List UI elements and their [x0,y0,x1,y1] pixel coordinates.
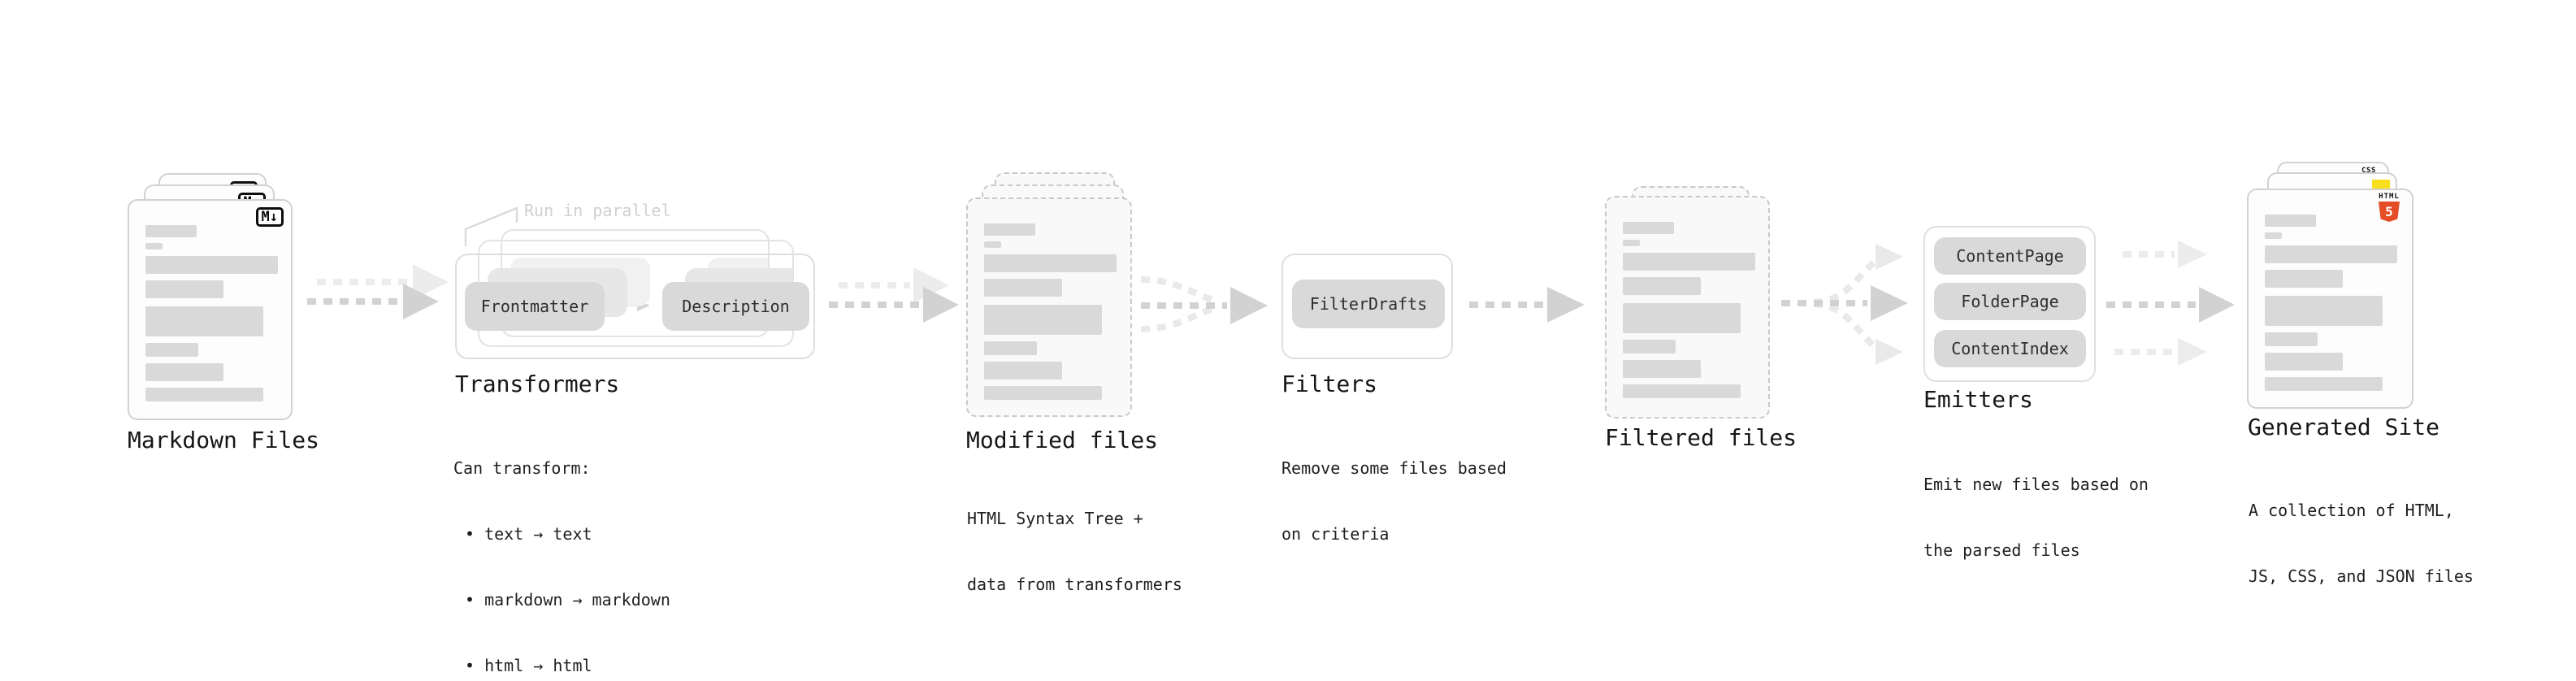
can-transform-heading: Can transform: [453,458,591,478]
markdown-doc-front: M↓ [128,199,293,420]
text-placeholder-bar [984,241,1001,248]
html5-icon: HTML 5 [2376,193,2402,222]
text-placeholder-bar [1623,222,1674,234]
text-placeholder-bar [2265,232,2282,239]
transformer-pill-frontmatter: Frontmatter [465,282,605,331]
bullet-item: • markdown → markdown [465,590,670,609]
text-placeholder-bar [984,362,1062,380]
text-placeholder-bar [145,343,198,357]
text-placeholder-bar [984,254,1117,272]
emitter-pill-contentindex: ContentIndex [1934,330,2086,367]
filtered-files-label: Filtered files [1605,424,1798,451]
generated-doc-front: HTML 5 [2247,189,2413,409]
text-placeholder-bar [2265,215,2316,227]
text-placeholder-bar [1623,277,1701,295]
bullet-item: • html → html [465,656,592,675]
text-placeholder-bar [1623,240,1640,246]
run-in-parallel-leader-line [464,206,518,246]
flow-arrow-transformers-to-modified [829,267,959,323]
text-placeholder-bar [2265,353,2343,371]
subtitle-line: data from transformers [967,575,1182,594]
html5-shield-number: 5 [2385,204,2393,219]
text-placeholder-bar [2265,377,2383,391]
subtitle-line: A collection of HTML, [2249,501,2454,520]
filtered-doc-front [1605,196,1770,419]
text-placeholder-bar [984,341,1037,355]
flow-arrow-filters-to-filtered [1469,287,1585,323]
text-placeholder-bar [984,305,1102,335]
subtitle-line: HTML Syntax Tree + [967,509,1143,528]
bullet-item: • text → text [465,524,592,544]
emitters-subtitle: Emit new files based on the parsed files [1923,430,2149,605]
text-placeholder-bar [145,363,223,381]
text-placeholder-bar [984,223,1035,236]
text-placeholder-bar [2265,270,2343,288]
text-placeholder-bar [1623,303,1741,333]
run-in-parallel-annotation: Run in parallel [524,201,671,220]
generated-site-label: Generated Site [2248,414,2440,440]
text-placeholder-bar [2265,296,2383,326]
text-placeholder-bar [145,225,197,237]
subtitle-line: JS, CSS, and JSON files [2249,566,2474,586]
transformers-description: Can transform: • text → text • markdown … [453,414,670,681]
text-placeholder-bar [2265,332,2318,346]
transformer-box-front: Frontmatter Description [455,254,815,359]
emitters-title: Emitters [1923,386,2033,413]
text-placeholder-bar [1623,340,1676,354]
text-placeholder-bar [1623,384,1741,398]
filter-pill-filterdrafts: FilterDrafts [1292,280,1445,328]
markdown-files-label: Markdown Files [128,427,320,453]
filters-subtitle: Remove some files based on criteria [1281,414,1507,589]
modified-files-label: Modified files [966,427,1159,453]
flow-arrow-modified-to-filters [1140,276,1268,332]
text-placeholder-bar [984,386,1102,400]
subtitle-line: on criteria [1281,524,1390,544]
modified-files-subtitle: HTML Syntax Tree + data from transformer… [967,464,1182,640]
css-icon-label: CSS [2361,167,2376,175]
js-icon [2372,180,2390,190]
text-placeholder-bar [145,243,163,249]
text-placeholder-bar [2265,245,2397,263]
flow-arrow-markdown-to-transformers [307,264,449,319]
flow-arrow-filtered-to-emitters [1781,244,1908,365]
markdown-icon: M↓ [255,207,284,227]
modified-doc-front [966,197,1132,417]
subtitle-line: Emit new files based on [1923,475,2149,494]
filters-title: Filters [1281,371,1378,397]
subtitle-line: Remove some files based [1281,458,1507,478]
emitter-pill-contentpage: ContentPage [1934,237,2086,275]
text-placeholder-bar [1623,253,1755,271]
html5-shield: 5 [2379,202,2400,222]
emitter-pill-folderpage: FolderPage [1934,283,2086,320]
text-placeholder-bar [984,279,1062,297]
transformer-pill-description: Description [662,282,809,331]
text-placeholder-bar [145,388,263,401]
subtitle-line: the parsed files [1923,540,2080,560]
text-placeholder-bar [145,280,223,298]
generated-site-subtitle: A collection of HTML, JS, CSS, and JSON … [2249,456,2474,631]
text-placeholder-bar [145,256,278,274]
flow-arrow-emitters-to-generated [2106,241,2235,366]
html5-icon-label: HTML [2379,193,2400,201]
transformers-title: Transformers [455,371,620,397]
text-placeholder-bar [1623,360,1701,378]
text-placeholder-bar [145,306,263,336]
